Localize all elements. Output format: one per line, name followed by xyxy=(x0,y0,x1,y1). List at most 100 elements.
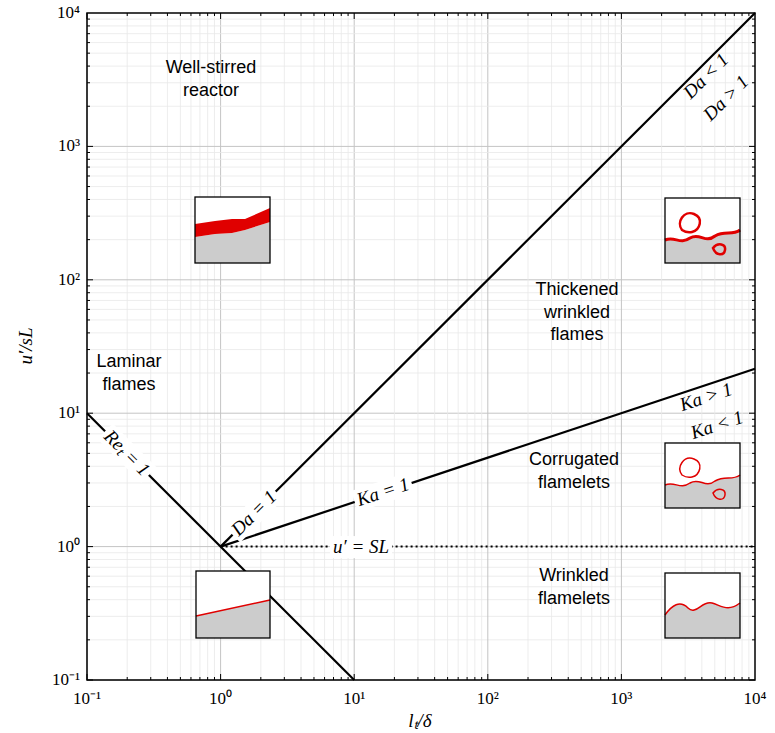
grid-line xyxy=(621,13,622,19)
grid-line xyxy=(87,567,90,568)
grid-line xyxy=(87,433,90,434)
y-axis-title: u′/sL xyxy=(15,328,37,365)
grid-line xyxy=(87,546,755,547)
grid-line xyxy=(87,106,90,107)
region-label: Well-stirred reactor xyxy=(149,56,274,101)
grid-line xyxy=(324,677,325,680)
grid-line xyxy=(752,19,755,20)
grid-line xyxy=(749,146,755,147)
region-label: Thickened wrinkled flames xyxy=(517,278,637,346)
grid-line xyxy=(127,13,128,16)
grid-line xyxy=(87,559,755,560)
grid-line xyxy=(87,152,90,153)
x-tick-label: 10⁴ xyxy=(744,689,767,709)
grid-line xyxy=(752,152,755,153)
grid-line xyxy=(608,677,609,680)
grid-line xyxy=(180,13,181,680)
inset-wrinkled xyxy=(665,573,740,638)
x-tick-label: 10⁻¹ xyxy=(73,689,101,709)
grid-line xyxy=(447,13,448,680)
grid-line xyxy=(324,13,325,16)
grid-line xyxy=(87,442,755,443)
grid-line xyxy=(87,506,90,507)
grid-line xyxy=(487,13,488,680)
inset-well-stirred xyxy=(195,197,270,263)
grid-line xyxy=(752,167,755,168)
grid-line xyxy=(394,13,395,680)
line-label: Da = 1 xyxy=(225,484,284,543)
grid-line xyxy=(752,53,755,54)
grid-line xyxy=(748,13,749,16)
grid-line xyxy=(301,677,302,680)
grid-line xyxy=(341,13,342,16)
x-tick-label: 10⁰ xyxy=(209,689,232,709)
grid-line xyxy=(87,419,90,420)
grid-line xyxy=(180,677,181,680)
da-line xyxy=(221,13,755,547)
grid-line xyxy=(600,677,601,680)
y-tick-label: 10⁴ xyxy=(57,3,80,23)
grid-line xyxy=(752,82,755,83)
grid-line xyxy=(87,33,90,34)
grid-line xyxy=(434,13,435,16)
grid-line xyxy=(87,167,90,168)
grid-line xyxy=(752,216,755,217)
grid-line xyxy=(199,677,200,680)
grid-line xyxy=(190,677,191,680)
grid-line xyxy=(417,677,418,680)
grid xyxy=(87,13,755,680)
grid-line xyxy=(87,279,93,280)
grid-line xyxy=(752,567,755,568)
grid-line xyxy=(87,426,90,427)
grid-line xyxy=(752,419,755,420)
grid-line xyxy=(87,42,755,43)
grid-line xyxy=(591,677,592,680)
grid-line xyxy=(333,13,334,680)
grid-line xyxy=(748,677,749,680)
grid-line xyxy=(752,319,755,320)
grid-line xyxy=(87,167,755,168)
grid-line xyxy=(87,53,755,54)
grid-line xyxy=(190,13,191,680)
grid-line xyxy=(199,13,200,16)
grid-line xyxy=(87,239,90,240)
grid-line xyxy=(87,639,755,640)
grid-line xyxy=(701,13,702,16)
grid-line xyxy=(87,53,90,54)
grid-line xyxy=(742,13,743,680)
x-tick-label: 10¹ xyxy=(343,689,365,709)
grid-line xyxy=(324,13,325,680)
grid-line xyxy=(615,13,616,16)
grid-line xyxy=(591,13,592,16)
grid-line xyxy=(752,639,755,640)
grid-line xyxy=(752,199,755,200)
grid-line xyxy=(87,300,755,301)
region-label: Corrugated flamelets xyxy=(514,448,634,493)
grid-line xyxy=(207,13,208,16)
grid-line xyxy=(752,106,755,107)
grid-line xyxy=(87,482,755,483)
grid-line xyxy=(752,482,755,483)
grid-line xyxy=(190,13,191,16)
grid-line xyxy=(220,13,221,19)
inset-corrugated xyxy=(665,443,740,508)
grid-line xyxy=(701,677,702,680)
grid-line xyxy=(341,13,342,680)
grid-line xyxy=(87,576,90,577)
ka-line xyxy=(221,369,755,547)
grid-line xyxy=(167,13,168,16)
grid-line xyxy=(87,175,755,176)
grid-line xyxy=(752,186,755,187)
grid-line xyxy=(87,285,90,286)
grid-line xyxy=(434,677,435,680)
grid-line xyxy=(742,677,743,680)
grid-line xyxy=(481,677,482,680)
grid-line xyxy=(87,349,755,350)
grid-line xyxy=(725,13,726,16)
grid-line xyxy=(487,13,488,19)
grid-line xyxy=(752,292,755,293)
grid-line xyxy=(685,677,686,680)
grid-line xyxy=(615,677,616,680)
grid-line xyxy=(348,13,349,16)
